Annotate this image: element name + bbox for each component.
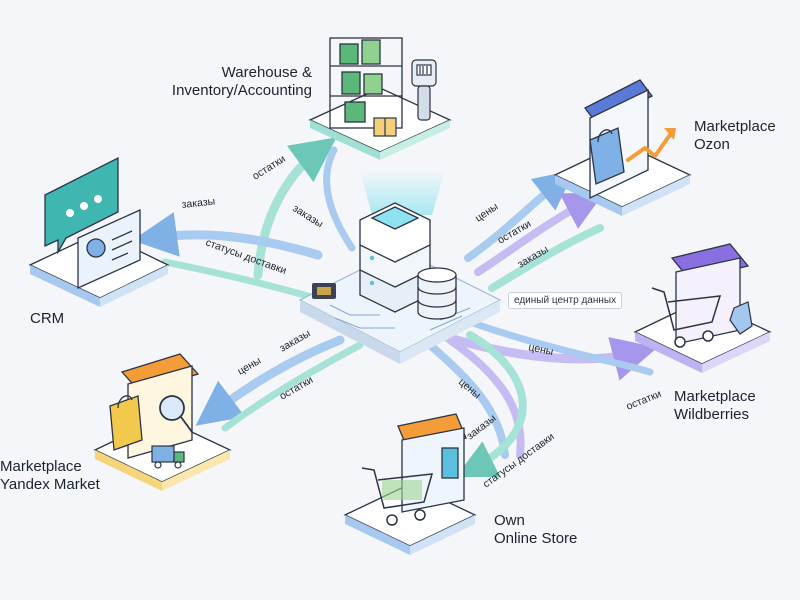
ozon-label-line1: Marketplace: [694, 118, 776, 135]
flow-line-crm-orders: [132, 212, 323, 260]
yandex-label: Marketplace Yandex Market: [0, 458, 100, 494]
wildberries-label: Marketplace Wildberries: [674, 388, 756, 424]
warehouse-label-line1: Warehouse &: [221, 64, 312, 81]
database-icon: [417, 267, 457, 320]
warehouse-node[interactable]: [308, 37, 452, 160]
flow-label: заказы: [181, 196, 216, 211]
flow-label: остатки: [625, 388, 664, 413]
ozon-label: Marketplace Ozon: [694, 118, 776, 154]
ozon-node[interactable]: [553, 79, 692, 216]
chip-icon: [312, 283, 336, 299]
ozon-label-line2: Ozon: [694, 136, 730, 153]
yandex-node[interactable]: [93, 353, 232, 491]
shelf-rack-icon: [329, 37, 403, 129]
flow-line-wb-stock: [466, 318, 654, 376]
shopping-bag-icon: [589, 127, 625, 185]
contact-card-icon: [77, 208, 141, 290]
flow-label: цены: [527, 341, 554, 358]
box-icon: [373, 117, 397, 137]
magnifier-icon: [159, 395, 193, 433]
store-label-line1: Own: [494, 512, 525, 529]
crm-label: CRM: [30, 310, 64, 328]
hub-label: единый центр данных: [508, 292, 623, 309]
shopping-bag-icon: [109, 395, 143, 451]
barcode-scanner-icon: [411, 59, 437, 121]
crm-node[interactable]: [28, 156, 170, 307]
flow-line-ozon-orders: [488, 224, 604, 292]
price-tag-icon: [729, 301, 753, 335]
delivery-truck-icon: [151, 445, 185, 469]
flow-line-ozon-prices: [464, 170, 575, 262]
flow-line-yandex-stock: [221, 341, 364, 432]
chat-bubble-icon: [44, 156, 119, 255]
hub: [298, 170, 502, 364]
yandex-label-line2: Yandex Market: [0, 476, 100, 493]
flow-line-store-orders: [446, 336, 525, 459]
flow-label: заказы: [290, 202, 325, 230]
yandex-label-line1: Marketplace: [0, 458, 82, 475]
flow-line-warehouse-orders: [323, 146, 356, 252]
flow-lines: [132, 137, 658, 478]
warehouse-label: Warehouse & Inventory/Accounting: [152, 64, 312, 100]
wildberries-node[interactable]: [633, 243, 772, 373]
wildberries-label-line2: Wildberries: [674, 406, 750, 423]
flow-label: заказы: [464, 412, 498, 442]
flow-line-ozon-stock: [474, 192, 605, 276]
flow-label: остатки: [250, 153, 288, 183]
flow-line-yandex-prices: [195, 335, 345, 426]
flow-line-wb-prices: [435, 330, 658, 381]
shopping-cart-icon: [361, 467, 434, 526]
flow-label: цены: [473, 201, 501, 225]
wildberries-label-line1: Marketplace: [674, 388, 756, 405]
store-label: Own Online Store: [494, 512, 577, 548]
flow-line-store-prices: [426, 341, 509, 459]
hub-light-beam: [360, 170, 445, 215]
flow-label: цены: [236, 355, 264, 378]
flow-line-warehouse-stock: [253, 137, 337, 280]
warehouse-label-line2: Inventory/Accounting: [171, 82, 312, 99]
store-node[interactable]: [343, 413, 477, 555]
store-label-line2: Online Store: [494, 530, 578, 547]
crm-label-line1: CRM: [30, 310, 65, 327]
storefront-icon: [670, 243, 750, 345]
flow-line-crm-delivery: [161, 258, 326, 304]
flow-line-store-delivery: [455, 331, 527, 478]
growth-arrow-icon: [626, 130, 674, 162]
shopping-cart-icon: [651, 287, 722, 348]
